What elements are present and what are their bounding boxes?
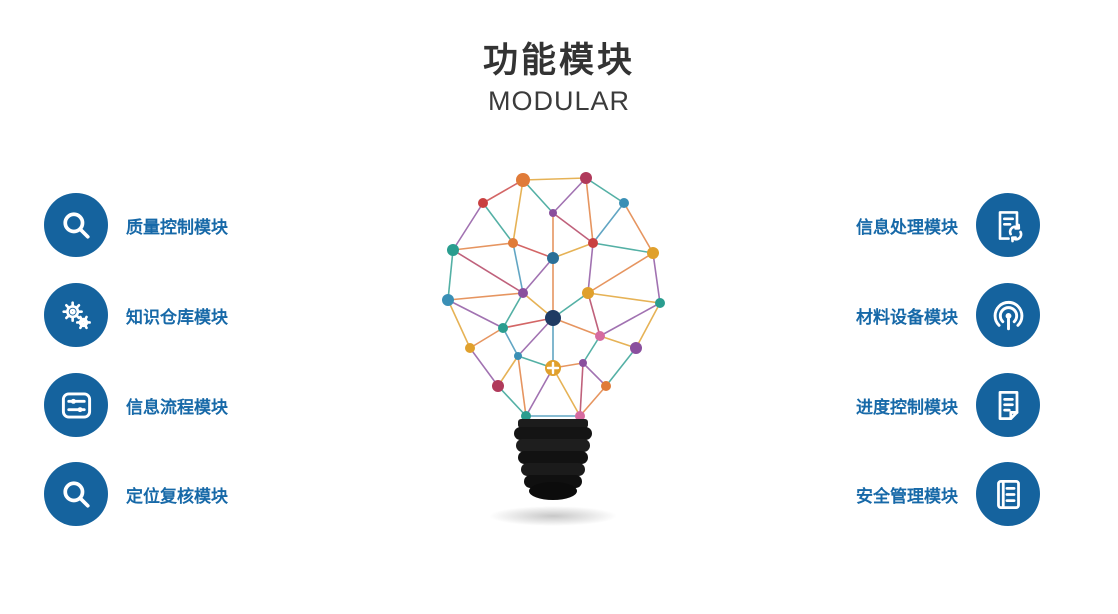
module-label: 安全管理模块 (856, 486, 958, 506)
module-quality-control: 质量控制模块 (44, 193, 228, 257)
magnifier-icon (44, 193, 108, 257)
network-lightbulb-illustration (428, 158, 678, 538)
sliders-icon (44, 373, 108, 437)
page-subtitle: MODULAR (487, 86, 630, 116)
bulb-shadow (489, 506, 617, 526)
module-info-flow: 信息流程模块 (44, 373, 228, 437)
module-label: 知识仓库模块 (126, 307, 228, 327)
magnifier-icon (44, 462, 108, 526)
document-sync-icon (976, 193, 1040, 257)
network-lightbulb-svg (442, 172, 665, 526)
module-safety-management: 安全管理模块 (856, 462, 1040, 526)
module-knowledge-repo: 知识仓库模块 (44, 283, 228, 347)
module-label: 信息处理模块 (856, 217, 958, 237)
gears-icon (44, 283, 108, 347)
module-progress-control: 进度控制模块 (856, 373, 1040, 437)
page-title: 功能模块 (482, 41, 635, 80)
broadcast-icon (976, 283, 1040, 347)
clipboard-list-icon (976, 462, 1040, 526)
module-label: 信息流程模块 (126, 397, 228, 417)
module-positioning-review: 定位复核模块 (44, 462, 228, 526)
module-label: 材料设备模块 (856, 307, 958, 327)
module-material-equipment: 材料设备模块 (856, 283, 1040, 347)
module-label: 定位复核模块 (126, 486, 228, 506)
module-label: 质量控制模块 (126, 217, 228, 237)
bulb-screw-base (514, 419, 592, 500)
module-label: 进度控制模块 (856, 397, 958, 417)
module-info-processing: 信息处理模块 (856, 193, 1040, 257)
document-icon (976, 373, 1040, 437)
